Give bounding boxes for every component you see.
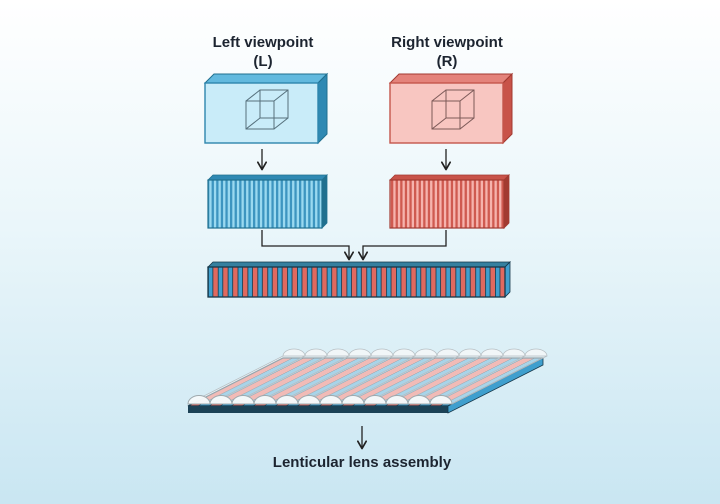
right-slices-top-face bbox=[389, 174, 510, 181]
interleaved-bar-front-face bbox=[207, 266, 506, 298]
left-slices-front-face bbox=[207, 179, 323, 229]
right-viewpoint-panel bbox=[388, 72, 514, 145]
interleaved-bar-side-face bbox=[504, 261, 511, 298]
left-cube-wireframe-icon bbox=[245, 89, 289, 130]
right-panel-top-face bbox=[388, 73, 514, 84]
left-merge-connector-arrow bbox=[261, 230, 354, 261]
left-slices-top-face bbox=[207, 174, 328, 181]
left-panel-top-face bbox=[203, 73, 329, 84]
left-viewpoint-panel bbox=[203, 72, 329, 145]
right-sliced-image bbox=[389, 174, 510, 229]
lenticular-base-front-edge bbox=[188, 406, 448, 413]
right-slices-front-face bbox=[389, 179, 505, 229]
right-panel-side-face bbox=[502, 72, 513, 145]
right-viewpoint-title: Right viewpoint bbox=[391, 34, 503, 51]
right-slices-side-face bbox=[503, 174, 510, 229]
lenticular-assembly-illustration bbox=[187, 348, 548, 414]
caption-label: Lenticular lens assembly bbox=[273, 454, 452, 471]
left-panel-front-face bbox=[204, 82, 319, 144]
left-sliced-image bbox=[207, 174, 328, 229]
left-viewpoint-code: (L) bbox=[253, 53, 272, 70]
left-slices-side-face bbox=[321, 174, 328, 229]
interleaved-bar-top-face bbox=[207, 261, 511, 268]
right-cube-wireframe-icon bbox=[431, 89, 475, 130]
right-viewpoint-code: (R) bbox=[437, 53, 458, 70]
right-merge-connector-arrow bbox=[358, 230, 447, 261]
interleaved-image-bar bbox=[207, 261, 511, 298]
left-viewpoint-title: Left viewpoint bbox=[213, 34, 314, 51]
left-panel-side-face bbox=[317, 72, 328, 145]
